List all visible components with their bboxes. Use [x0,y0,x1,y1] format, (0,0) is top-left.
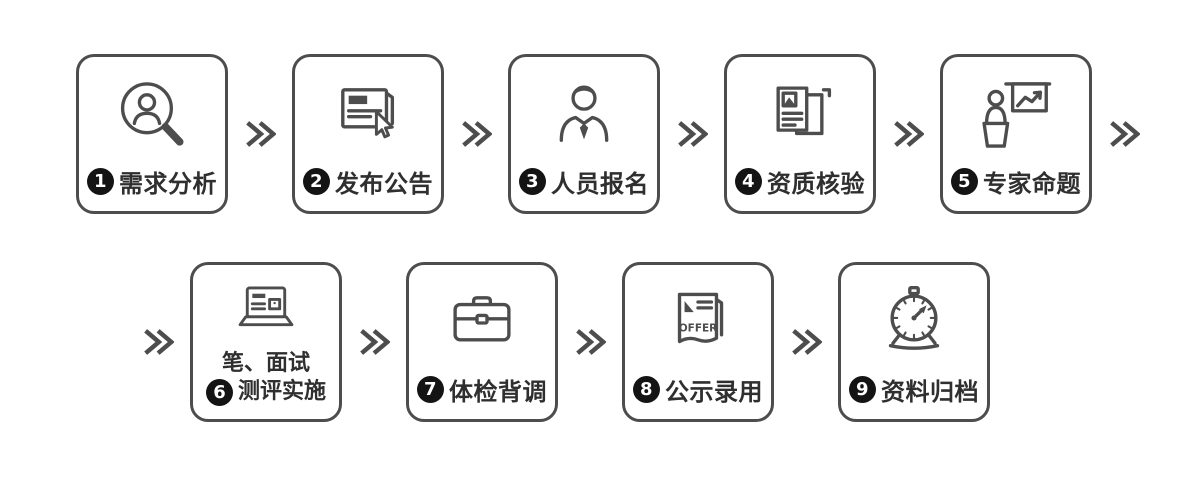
step-label-text: 发布公告 [335,170,433,198]
flow-arrow-icon [678,121,708,147]
flow-arrow-icon [1110,121,1140,147]
flow-arrow-icon [576,329,606,355]
step-1-icon-area [84,65,220,164]
candidate-suit-icon [559,85,609,142]
step-8-icon-area: OFFER [630,273,766,372]
step-3-icon-area [516,65,652,164]
step-label-text: 需求分析 [119,170,217,198]
archive-clock-icon [888,285,940,350]
flow-arrow-icon [360,329,390,355]
step-2-icon-area [300,65,436,164]
step-4-icon-area [732,65,868,164]
announcement-cursor-icon [341,87,395,138]
step-6-icon-area [198,273,334,350]
step-number-badge: 2 [303,168,330,195]
briefcase-icon [453,295,511,341]
presenter-board-icon [982,81,1052,148]
flow-arrow-icon [246,121,276,147]
step-label-text: 资料归档 [881,378,979,406]
step-number-badge: 9 [849,376,876,403]
step-5-icon-area [948,65,1084,164]
flow-arrow-icon [144,329,174,355]
offer-letter-icon: OFFER [677,292,724,343]
step-label-text: 专家命题 [983,170,1081,198]
step-label-text: 体检背调 [449,378,547,406]
step-number-badge: 1 [87,168,114,195]
step-9-icon-area [846,273,982,372]
step-number-badge: 6 [205,379,233,407]
step-number-badge: 8 [633,376,660,403]
step-label-text: 人员报名 [551,170,649,198]
magnifier-person-icon [120,81,184,146]
flow-arrow-icon [894,121,924,147]
step-number-badge: 5 [951,168,978,195]
offer-text: OFFER [679,322,718,334]
documents-check-icon [776,85,832,135]
flow-arrow-icon [792,329,822,355]
step-7-icon-area [414,273,550,372]
step-number-badge: 3 [519,168,546,195]
step-label-line1: 笔、面试 [221,350,310,376]
flow-arrow-icon [462,121,492,147]
laptop-report-icon [238,286,294,327]
step-label-text: 资质核验 [767,170,865,198]
step-label-text: 公示录用 [665,378,763,406]
step-number-badge: 7 [417,376,444,403]
step-number-badge: 4 [735,168,762,195]
step-label-text: 测评实施 [237,379,326,405]
